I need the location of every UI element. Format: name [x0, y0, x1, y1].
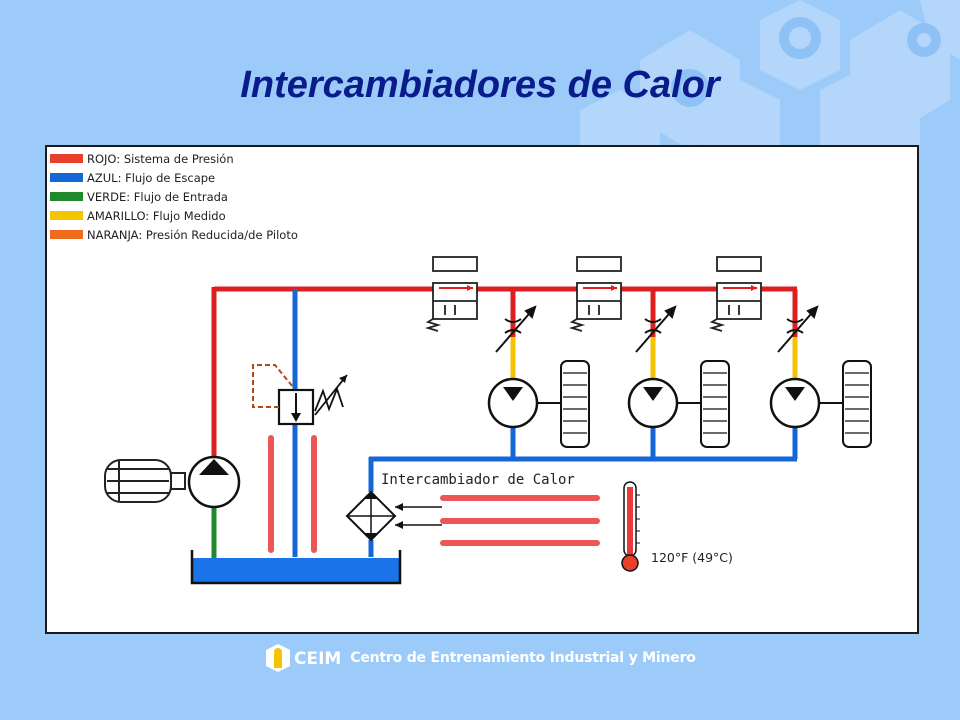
legend-label-green: VERDE: Flujo de Entrada [87, 190, 228, 204]
hydraulic-pump [187, 455, 241, 509]
directional-valve-2 [568, 256, 622, 332]
legend-item-green: VERDE: Flujo de Entrada [50, 190, 228, 204]
legend-label-red: ROJO: Sistema de Presión [87, 152, 234, 166]
legend-label-orange: NARANJA: Presión Reducida/de Piloto [87, 228, 298, 242]
slide-title: Intercambiadores de Calor [240, 64, 720, 106]
footer: CEIM Centro de Entrenamiento Industrial … [0, 636, 960, 680]
hydraulic-diagram-panel: ROJO: Sistema de Presión AZUL: Flujo de … [45, 145, 919, 634]
directional-valve-3 [708, 256, 762, 332]
heat-dots-reservoir [268, 435, 317, 553]
flow-control-valve-3 [777, 305, 819, 353]
metered-lines [510, 337, 798, 379]
reservoir [190, 550, 402, 585]
directional-valve-1 [424, 256, 478, 332]
hydraulic-diagram: ROJO: Sistema de Presión AZUL: Flujo de … [50, 152, 872, 585]
logo-text: CEIM [294, 649, 341, 669]
relief-valve [252, 364, 348, 426]
legend-swatch-red [50, 154, 83, 163]
heat-dots-exchanger [440, 495, 600, 546]
pilot-line [252, 364, 294, 408]
temperature-label: 120°F (49°C) [651, 550, 733, 565]
ceim-logo-icon: CEIM [266, 644, 342, 672]
legend-swatch-yellow [50, 211, 83, 220]
legend-swatch-blue [50, 173, 83, 182]
flow-control-valve-1 [495, 305, 537, 353]
organization-name: Centro de Entrenamiento Industrial y Min… [350, 650, 696, 666]
hydraulic-motor-2 [627, 360, 730, 448]
legend-swatch-green [50, 192, 83, 201]
hydraulic-motor-3 [769, 360, 872, 448]
legend-item-red: ROJO: Sistema de Presión [50, 152, 234, 166]
legend: ROJO: Sistema de Presión AZUL: Flujo de … [50, 152, 298, 242]
heat-exchanger [345, 490, 442, 542]
ceim-logo: CEIM Centro de Entrenamiento Industrial … [264, 642, 696, 674]
thermometer-icon [621, 481, 640, 572]
legend-item-blue: AZUL: Flujo de Escape [50, 171, 215, 185]
electric-motor [104, 459, 186, 503]
legend-item-orange: NARANJA: Presión Reducida/de Piloto [50, 228, 298, 242]
legend-swatch-orange [50, 230, 83, 239]
legend-label-blue: AZUL: Flujo de Escape [87, 171, 215, 185]
legend-item-yellow: AMARILLO: Flujo Medido [50, 209, 226, 223]
legend-label-yellow: AMARILLO: Flujo Medido [87, 209, 226, 223]
hydraulic-motor-1 [487, 360, 590, 448]
heat-exchanger-label: Intercambiador de Calor [381, 472, 575, 488]
flow-control-valve-2 [635, 305, 677, 353]
